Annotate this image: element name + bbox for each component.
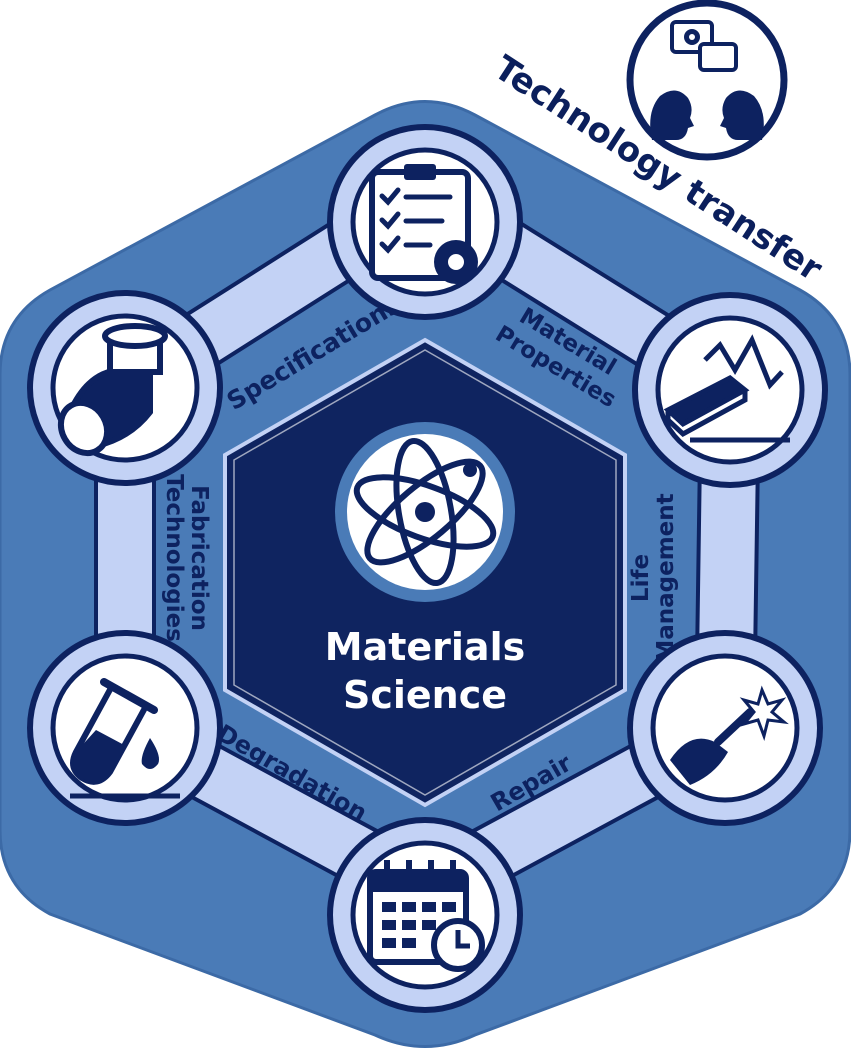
fabrication-label-2: Technologies (161, 474, 187, 642)
center-title-line2: Science (343, 673, 507, 717)
welding-torch-icon (670, 685, 789, 785)
life-management-label-2: Management (653, 493, 679, 662)
life-management-label-1: Life (628, 554, 654, 602)
node-fabrication (27, 290, 223, 486)
tech-transfer-badge (626, 0, 788, 161)
pipe-fitting-icon (57, 323, 168, 457)
node-degradation (27, 630, 223, 826)
node-specifications (327, 124, 523, 320)
fabrication-label-1: Fabrication (186, 485, 212, 631)
test-tube-drip-icon (70, 678, 180, 799)
node-material-properties (632, 292, 828, 488)
beam-stress-chart-icon (663, 334, 790, 443)
checklist-gear-icon (369, 164, 478, 284)
center-title-line1: Materials (325, 625, 525, 669)
atom-icon (353, 437, 497, 587)
inner-hexagon-outline (233, 349, 617, 796)
calendar-clock-icon (367, 860, 485, 972)
node-repair (327, 817, 523, 1013)
node-life-management (627, 630, 823, 826)
center-atom (335, 422, 515, 602)
people-talking-gear-icon (650, 20, 764, 140)
